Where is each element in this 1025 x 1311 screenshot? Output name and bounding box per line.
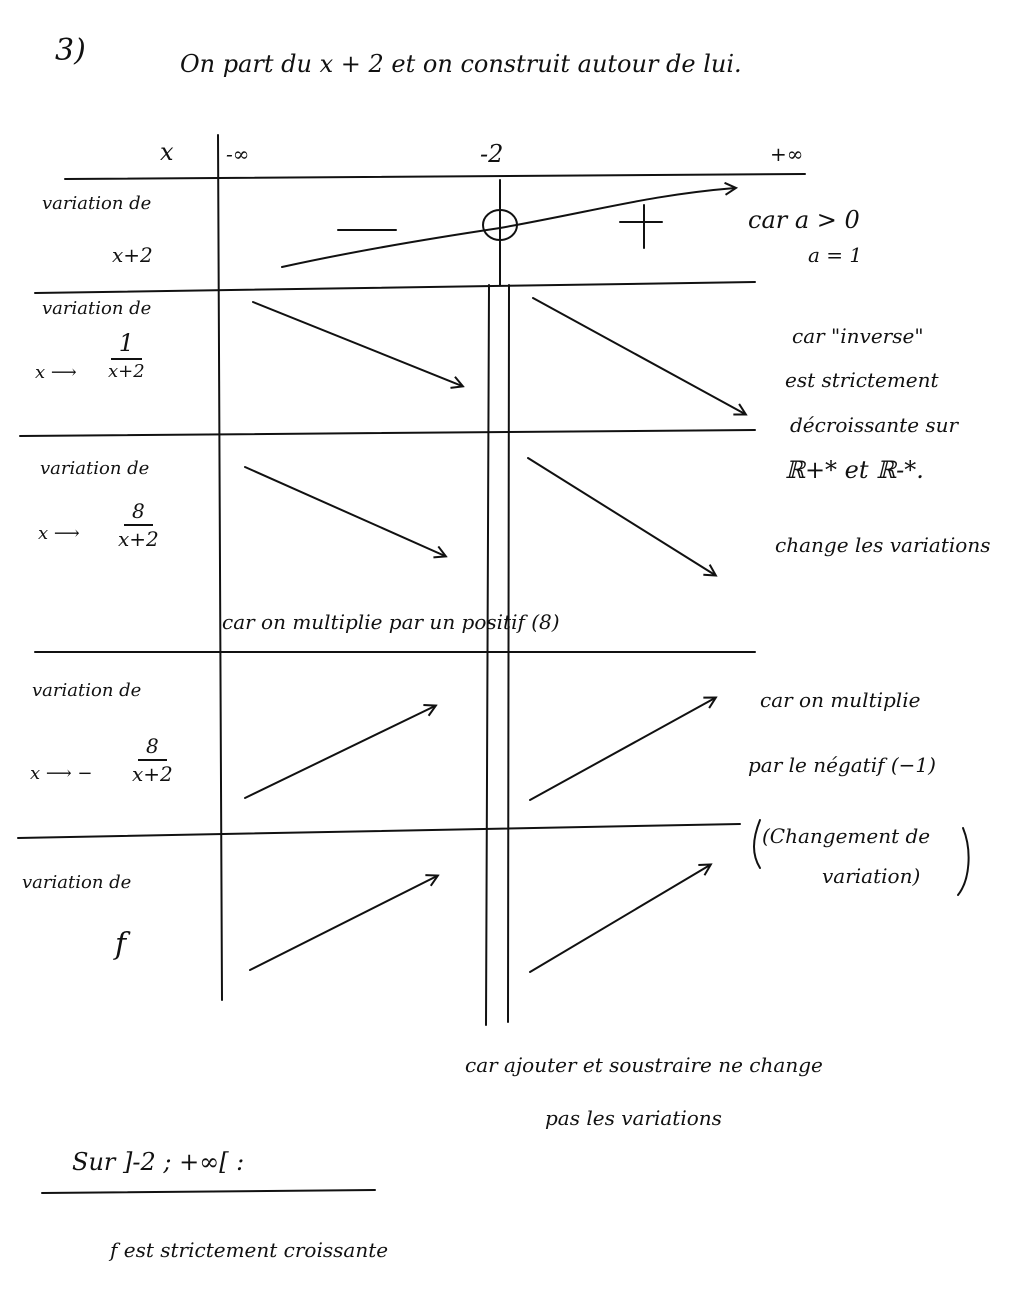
row5-label-line2: f <box>115 927 127 962</box>
conclusion-statement: f est strictement croissante <box>110 1238 389 1262</box>
row1-note-line2: a = 1 <box>808 243 863 267</box>
row1-label-line2: x+2 <box>112 243 153 267</box>
intro-sentence: On part du x + 2 et on construit autour … <box>180 50 742 78</box>
x-value-minus-infinity: -∞ <box>226 142 250 166</box>
row3-below-note: car on multiplie par un positif (8) <box>222 610 560 634</box>
x-label: x <box>160 138 174 166</box>
row1-label-line1: variation de <box>42 193 152 214</box>
row4-note-line4: variation) <box>822 864 921 888</box>
row4-label-line1: variation de <box>32 680 142 701</box>
x-value-minus-two: -2 <box>480 140 504 168</box>
row4-fraction-numerator: 8 <box>138 735 167 761</box>
row2-note-line2: est strictement <box>785 368 939 392</box>
row2-note-line3: décroissante sur <box>790 413 959 437</box>
row3-fraction-numerator: 8 <box>124 500 153 526</box>
row2-note-line1: car "inverse" <box>792 324 924 348</box>
row1-note-line1: car a > 0 <box>748 206 860 234</box>
conclusion-heading: Sur ]-2 ; +∞[ : <box>72 1148 245 1176</box>
row3-label-prefix: x ⟶ <box>38 523 80 544</box>
row2-fraction-denominator: x+2 <box>108 361 145 383</box>
row4-note-line3: (Changement de <box>762 824 931 848</box>
row2-fraction: 1 x+2 <box>108 330 145 382</box>
bottom-note-line1: car ajouter et soustraire ne change <box>465 1053 823 1077</box>
row2-fraction-numerator: 1 <box>110 330 142 361</box>
row3-fraction-denominator: x+2 <box>118 527 159 551</box>
row4-fraction: 8 x+2 <box>132 735 173 785</box>
row2-note-line5: change les variations <box>775 533 991 557</box>
x-value-plus-infinity: +∞ <box>770 142 804 166</box>
row5-label-line1: variation de <box>22 872 132 893</box>
row4-label-prefix: x ⟶ − <box>30 763 93 784</box>
question-number: 3) <box>55 33 86 68</box>
row3-label-line1: variation de <box>40 458 150 479</box>
row2-note-line4: ℝ+* et ℝ-*. <box>785 456 924 484</box>
row3-fraction: 8 x+2 <box>118 500 159 550</box>
row4-note-line2: par le négatif (−1) <box>748 753 936 777</box>
row2-label-line1: variation de <box>42 298 152 319</box>
row2-label-prefix: x ⟶ <box>35 362 77 383</box>
row4-note-line1: car on multiplie <box>760 688 921 712</box>
row4-fraction-denominator: x+2 <box>132 762 173 786</box>
bottom-note-line2: pas les variations <box>545 1106 722 1130</box>
